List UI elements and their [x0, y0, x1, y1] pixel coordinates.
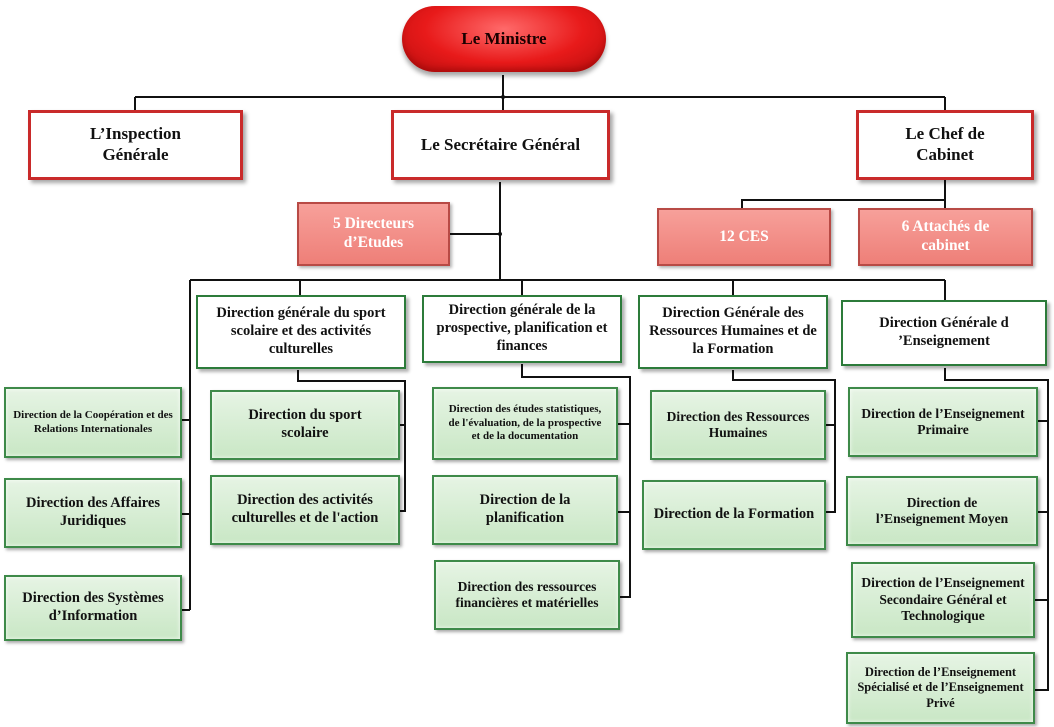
direction-formation-label: Direction de la Formation: [653, 506, 815, 523]
minister-label: Le Ministre: [461, 28, 547, 48]
direction-ressources-financieres-node[interactable]: Direction des ressources financières et …: [434, 560, 620, 630]
direction-cooperation-node[interactable]: Direction de la Coopération et des Relat…: [4, 387, 182, 458]
directeurs-etudes-label: 5 Directeurs d’Etudes: [332, 215, 415, 251]
direction-formation-node[interactable]: Direction de la Formation: [642, 480, 826, 550]
direction-enseignement-secondaire-label: Direction de l’Enseignement Secondaire G…: [861, 575, 1025, 624]
direction-enseignement-secondaire-node[interactable]: Direction de l’Enseignement Secondaire G…: [851, 562, 1035, 638]
direction-enseignement-specialise-node[interactable]: Direction de l’Enseignement Spécialisé e…: [846, 652, 1035, 724]
direction-etudes-statistiques-node[interactable]: Direction des études statistiques, de l'…: [432, 387, 618, 460]
direction-systemes-information-node[interactable]: Direction des Systèmes d’Information: [4, 575, 182, 641]
direction-planification-label: Direction de la planification: [479, 492, 571, 526]
direction-ressources-humaines-label: Direction des Ressources Humaines: [666, 408, 810, 440]
dg-enseignement-label: Direction Générale d ’Enseignement: [879, 315, 1009, 349]
dg-rh-label: Direction Générale des Ressources Humain…: [649, 305, 817, 357]
ces-label: 12 CES: [719, 227, 769, 245]
direction-ressources-financieres-label: Direction des ressources financières et …: [455, 578, 599, 610]
dg-sport-label: Direction générale du sport scolaire et …: [216, 305, 386, 357]
chef-de-cabinet-label: Le Chef de Cabinet: [905, 124, 985, 164]
direction-enseignement-moyen-label: Direction de l’Enseignement Moyen: [875, 494, 1009, 526]
direction-enseignement-moyen-node[interactable]: Direction de l’Enseignement Moyen: [846, 476, 1038, 546]
attaches-cabinet-label: 6 Attachés de cabinet: [901, 218, 990, 254]
chef-de-cabinet-node[interactable]: Le Chef de Cabinet: [856, 110, 1034, 180]
direction-enseignement-specialise-label: Direction de l’Enseignement Spécialisé e…: [857, 665, 1024, 710]
direction-systemes-information-label: Direction des Systèmes d’Information: [22, 590, 164, 624]
dg-enseignement-node[interactable]: Direction Générale d ’Enseignement: [841, 300, 1047, 366]
inspection-generale-label: L’Inspection Générale: [89, 124, 181, 164]
direction-activites-culturelles-node[interactable]: Direction des activités culturelles et d…: [210, 475, 400, 545]
directeurs-etudes-node[interactable]: 5 Directeurs d’Etudes: [297, 202, 450, 266]
inspection-generale-node[interactable]: L’Inspection Générale: [28, 110, 243, 180]
direction-etudes-statistiques-label: Direction des études statistiques, de l'…: [448, 403, 602, 443]
direction-sport-scolaire-node[interactable]: Direction du sport scolaire: [210, 390, 400, 460]
direction-affaires-juridiques-label: Direction des Affaires Juridiques: [26, 495, 160, 529]
ces-node[interactable]: 12 CES: [657, 208, 831, 266]
minister-node[interactable]: Le Ministre: [402, 6, 606, 72]
direction-affaires-juridiques-node[interactable]: Direction des Affaires Juridiques: [4, 478, 182, 548]
dg-rh-node[interactable]: Direction Générale des Ressources Humain…: [638, 295, 828, 369]
secretaire-general-node[interactable]: Le Secrétaire Général: [391, 110, 610, 180]
direction-planification-node[interactable]: Direction de la planification: [432, 475, 618, 545]
attaches-cabinet-node[interactable]: 6 Attachés de cabinet: [858, 208, 1033, 266]
dg-prospective-label: Direction générale de la prospective, pl…: [436, 302, 608, 354]
dg-sport-node[interactable]: Direction générale du sport scolaire et …: [196, 295, 406, 369]
direction-cooperation-label: Direction de la Coopération et des Relat…: [13, 409, 173, 435]
direction-enseignement-primaire-label: Direction de l’Enseignement Primaire: [861, 405, 1025, 437]
direction-activites-culturelles-label: Direction des activités culturelles et d…: [231, 492, 379, 526]
direction-enseignement-primaire-node[interactable]: Direction de l’Enseignement Primaire: [848, 387, 1038, 457]
direction-sport-scolaire-label: Direction du sport scolaire: [248, 407, 362, 441]
secretaire-general-label: Le Secrétaire Général: [420, 134, 581, 154]
dg-prospective-node[interactable]: Direction générale de la prospective, pl…: [422, 295, 622, 363]
direction-ressources-humaines-node[interactable]: Direction des Ressources Humaines: [650, 390, 826, 460]
